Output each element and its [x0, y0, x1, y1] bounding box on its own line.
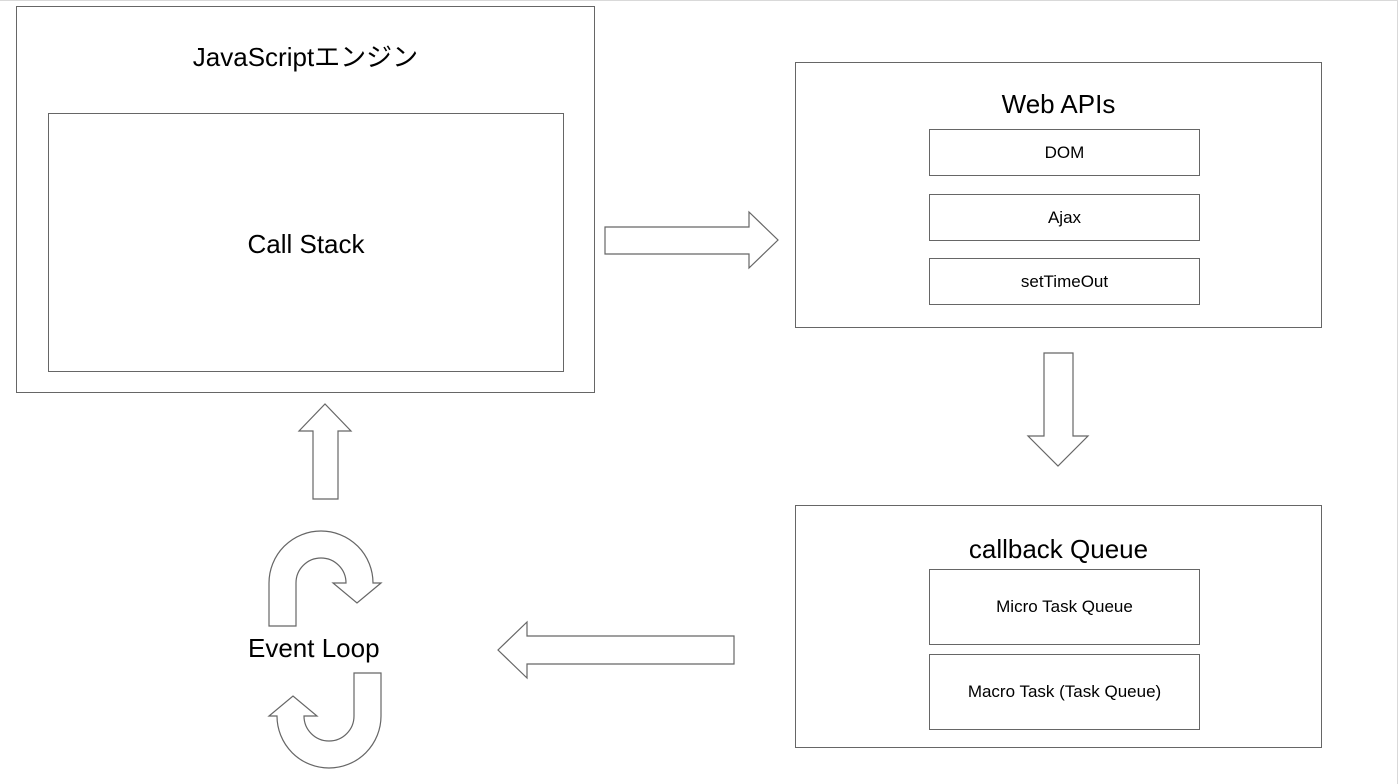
call-stack-box: Call Stack — [48, 113, 564, 372]
web-api-dom: DOM — [929, 129, 1200, 176]
javascript-engine-box: JavaScriptエンジン Call Stack — [16, 6, 595, 393]
micro-task-queue: Micro Task Queue — [929, 569, 1200, 645]
callback-queue-box: callback Queue Micro Task Queue Macro Ta… — [795, 505, 1322, 748]
web-api-settimeout: setTimeOut — [929, 258, 1200, 305]
web-apis-title: Web APIs — [1001, 89, 1116, 119]
call-stack-label: Call Stack — [247, 229, 365, 259]
loop-arrow-bottom-icon — [267, 672, 382, 769]
loop-arrow-top-icon — [268, 530, 383, 627]
callback-queue-title: callback Queue — [968, 534, 1149, 564]
arrow-down-icon — [1026, 352, 1090, 467]
macro-task-queue: Macro Task (Task Queue) — [929, 654, 1200, 730]
web-api-ajax: Ajax — [929, 194, 1200, 241]
web-apis-box: Web APIs DOM Ajax setTimeOut — [795, 62, 1322, 328]
arrow-right-icon — [604, 210, 779, 270]
javascript-engine-title: JavaScriptエンジン — [192, 42, 419, 72]
event-loop-label: Event Loop — [248, 633, 380, 663]
arrow-left-icon — [497, 620, 735, 680]
arrow-up-icon — [297, 403, 353, 500]
